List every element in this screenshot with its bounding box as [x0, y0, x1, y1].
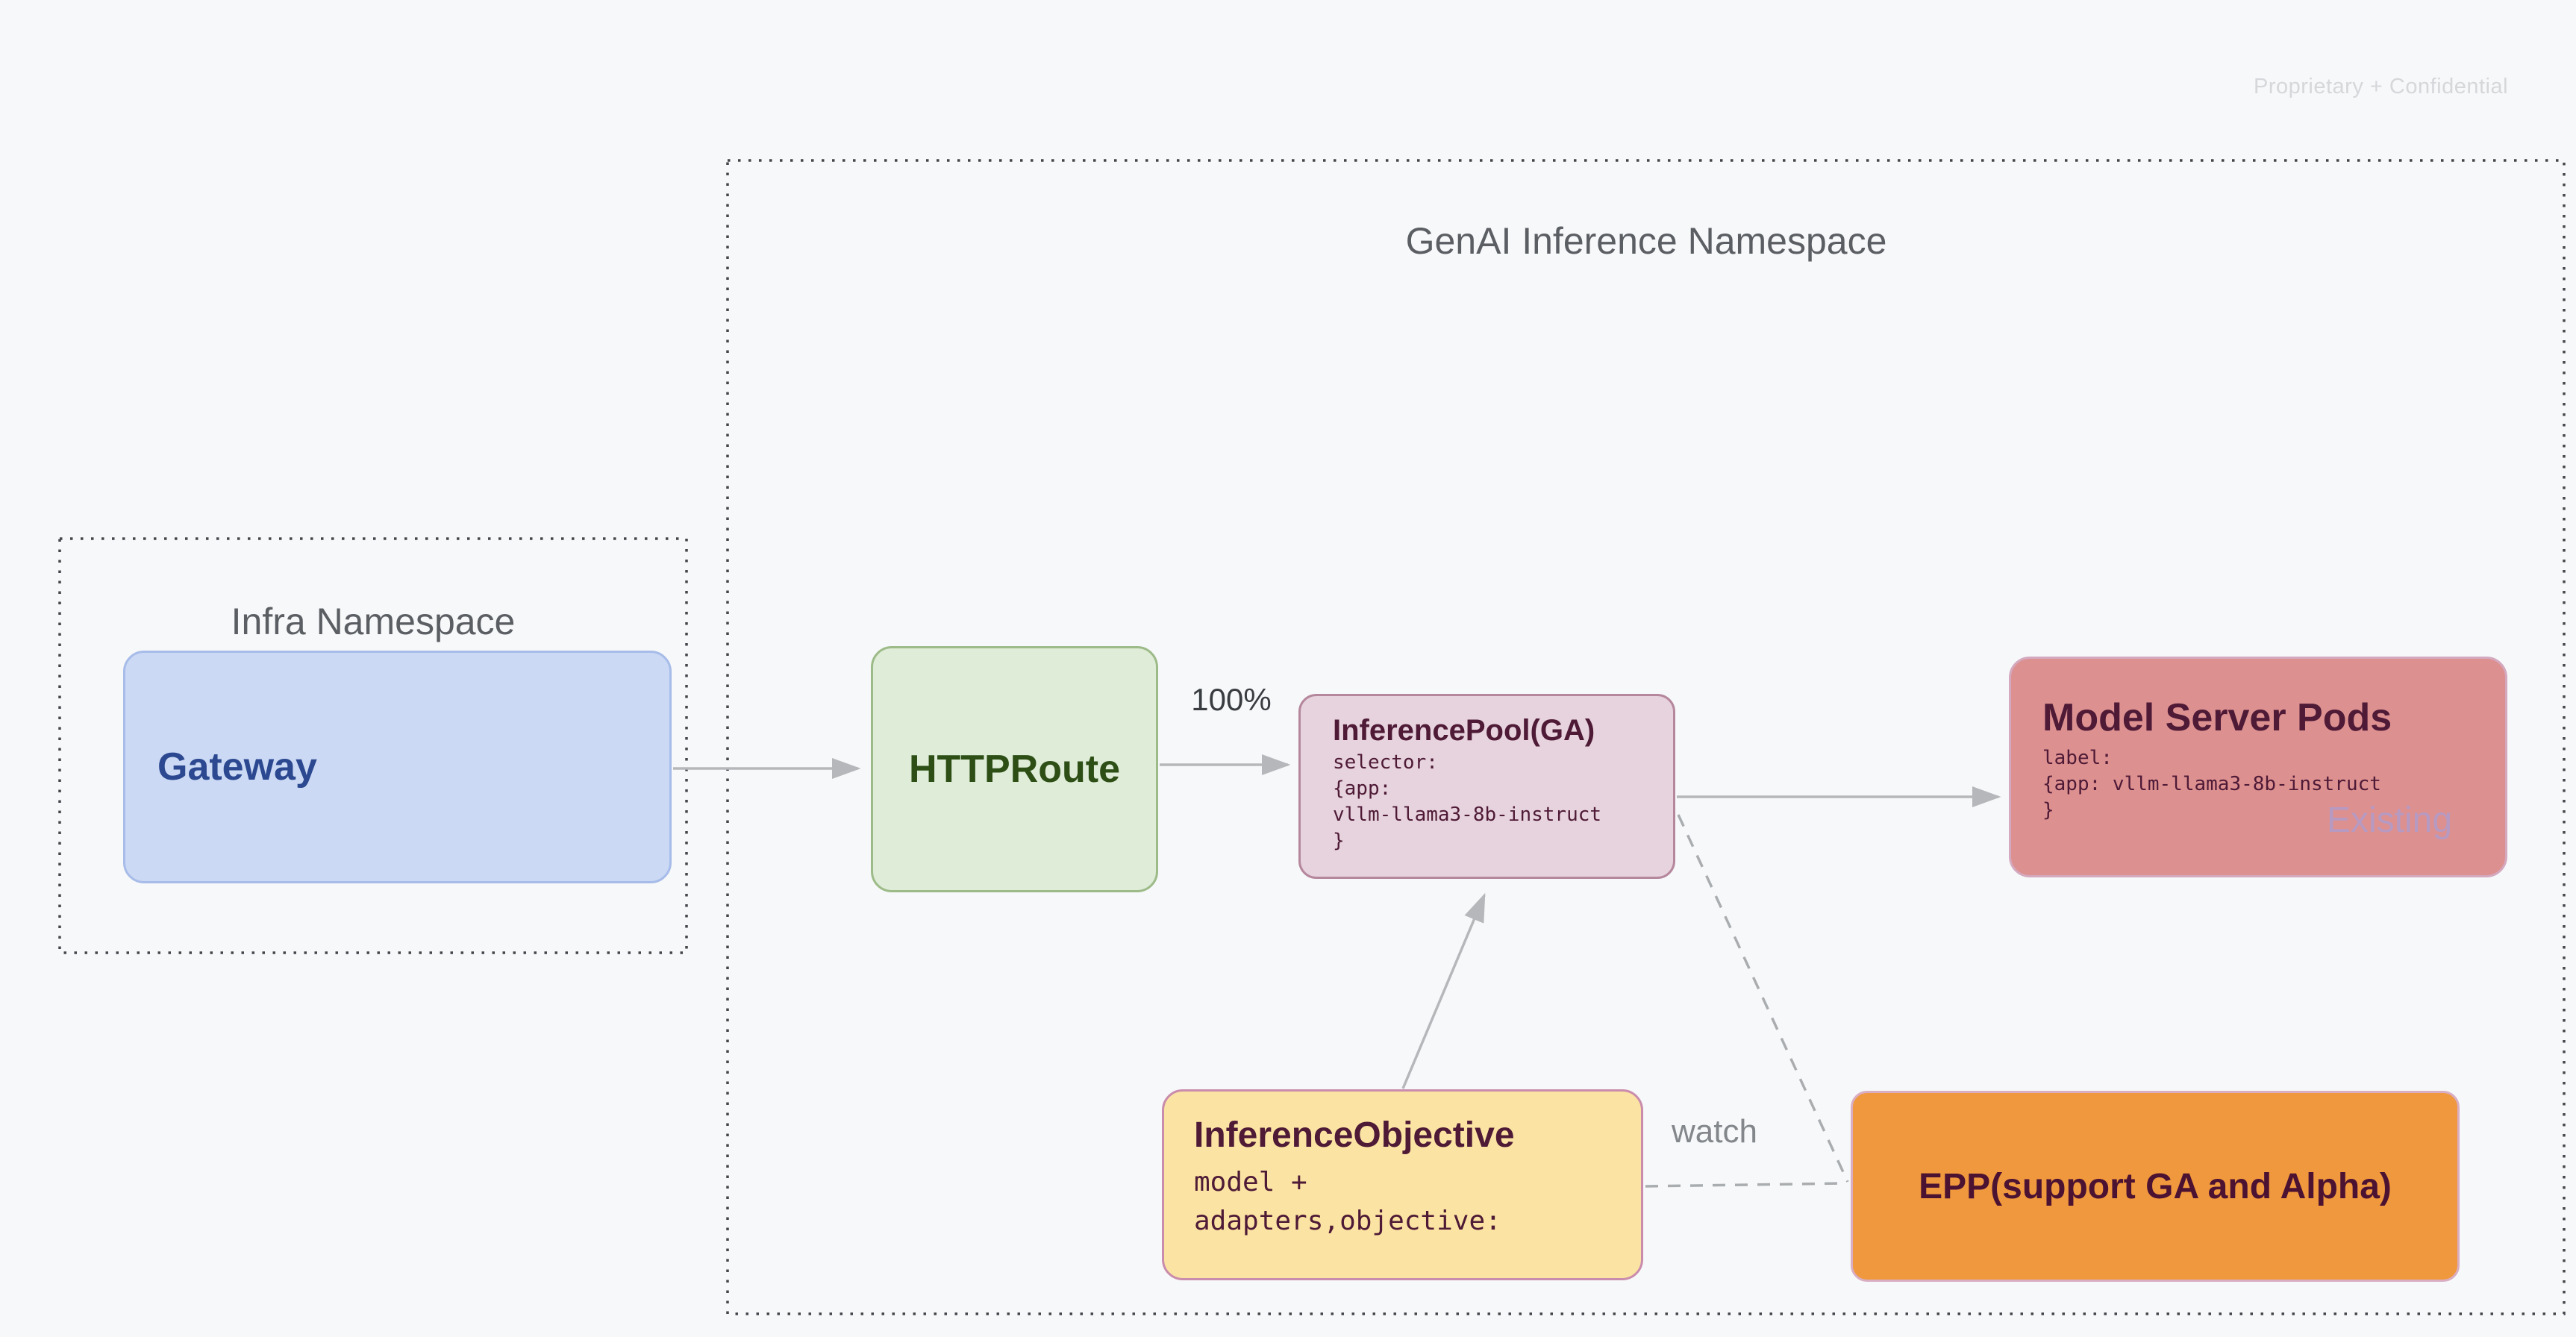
edge-objective-to-epp-dashed: [1645, 1182, 1847, 1188]
node-model-server-pods: Model Server Pods label: {app: vllm-llam…: [2009, 657, 2507, 877]
genai-namespace-title: GenAI Inference Namespace: [1405, 220, 1887, 262]
edge-objective-to-pool: [1401, 892, 1486, 1089]
node-inference-objective-title: InferenceObjective: [1194, 1115, 1515, 1155]
node-httproute: HTTPRoute: [871, 646, 1158, 892]
node-httproute-title: HTTPRoute: [908, 748, 1121, 791]
node-epp: EPP(support GA and Alpha): [1851, 1091, 2460, 1282]
edge-pool-to-epp-dashed: [1677, 814, 1849, 1183]
node-inference-pool-code: selector: {app: vllm-llama3-8b-instruct …: [1333, 751, 1602, 852]
node-gateway-title: Gateway: [157, 745, 317, 789]
edge-label-watch: watch: [1672, 1113, 1757, 1150]
node-model-server-pods-title: Model Server Pods: [2042, 696, 2392, 739]
infra-namespace-border: [58, 537, 688, 954]
node-inference-pool: InferencePool(GA) selector: {app: vllm-l…: [1298, 694, 1675, 879]
node-epp-title: EPP(support GA and Alpha): [1919, 1166, 2392, 1206]
node-model-server-pods-code: label: {app: vllm-llama3-8b-instruct }: [2042, 747, 2381, 821]
node-inference-pool-title: InferencePool(GA): [1333, 714, 1595, 747]
node-inference-objective: InferenceObjective model + adapters,obje…: [1162, 1089, 1643, 1280]
confidential-watermark: Proprietary + Confidential: [2254, 75, 2509, 98]
existing-tag: Existing: [2327, 801, 2453, 840]
node-inference-objective-code: model + adapters,objective:: [1194, 1167, 1501, 1236]
genai-namespace-border: [726, 159, 2566, 1315]
edge-label-traffic-weight: 100%: [1191, 682, 1272, 717]
node-gateway: Gateway: [123, 651, 672, 883]
infra-namespace-title: Infra Namespace: [231, 601, 516, 642]
